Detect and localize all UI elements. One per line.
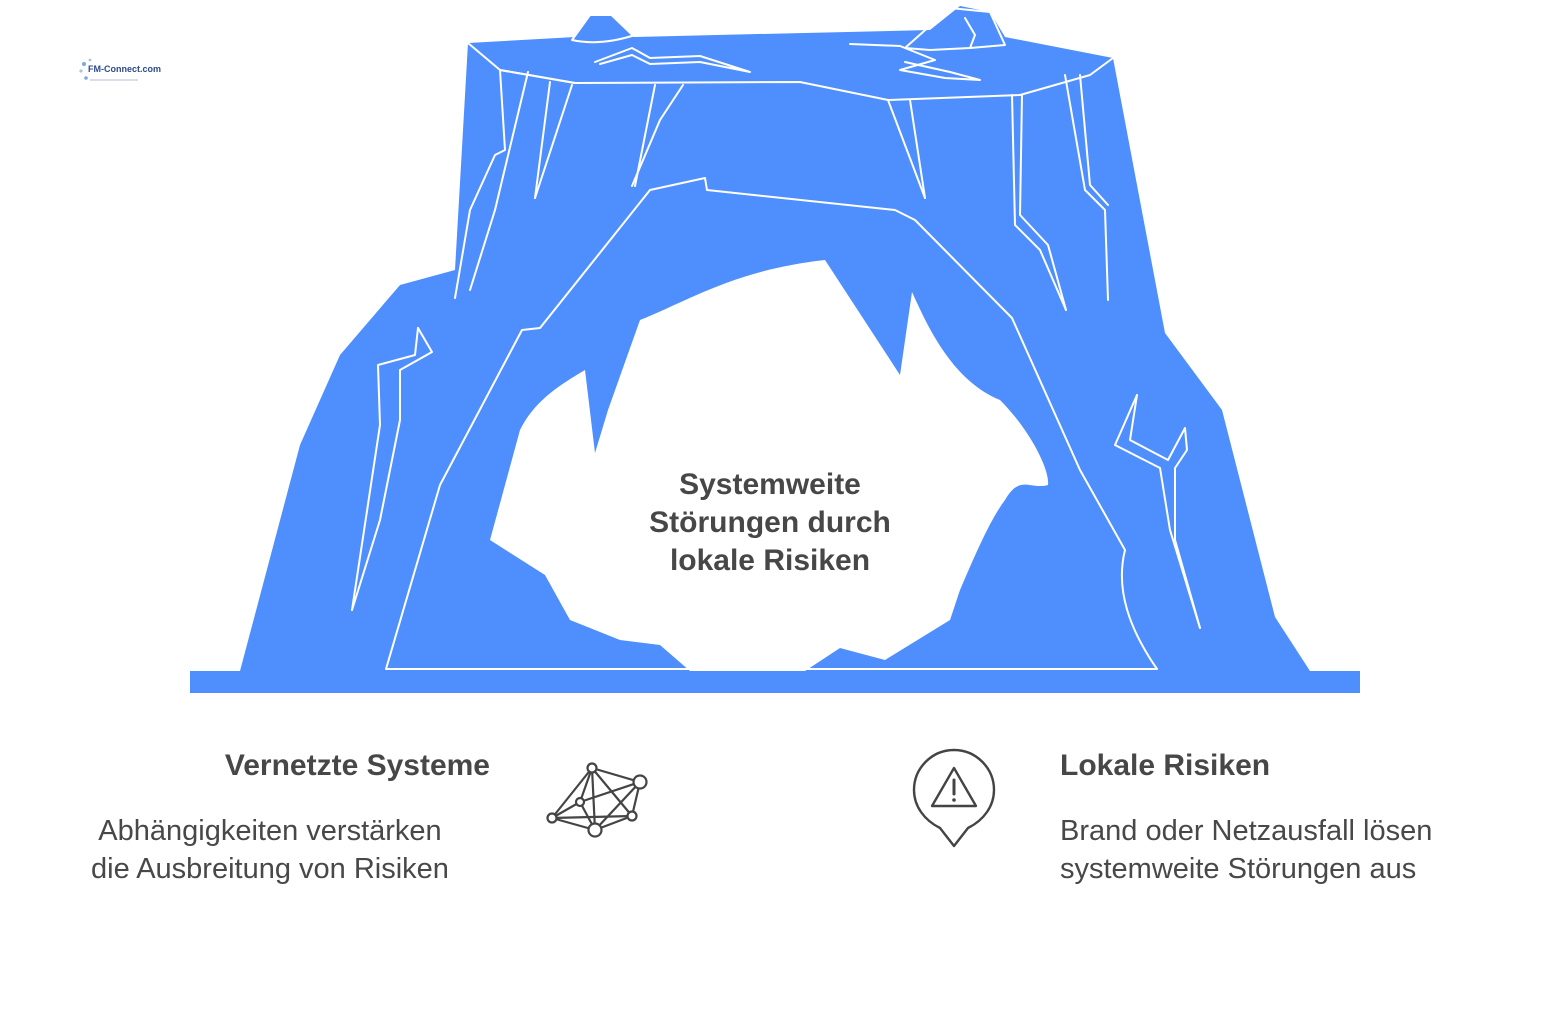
crack-lines <box>351 7 1201 670</box>
left-heading: Vernetzte Systeme <box>224 749 490 782</box>
center-title-line-2: Störungen durch <box>649 506 891 539</box>
center-title-line-1: Systemweite <box>679 468 861 501</box>
left-description: Abhängigkeiten verstärken die Ausbreitun… <box>40 812 500 888</box>
right-description-line-2: systemweite Störungen aus <box>1060 853 1417 885</box>
logo-mark-icon <box>79 58 138 81</box>
fm-connect-logo: FM-Connect.com <box>78 56 161 86</box>
left-description-line-2: die Ausbreitung von Risiken <box>91 853 449 885</box>
right-description-line-1: Brand oder Netzausfall lösen <box>1060 815 1433 847</box>
rock-arch <box>240 6 1310 671</box>
left-description-line-1: Abhängigkeiten verstärken <box>98 815 442 847</box>
ground-bar <box>190 671 1360 693</box>
right-heading: Lokale Risiken <box>1060 749 1271 782</box>
center-title-line-3: lokale Risiken <box>669 544 871 577</box>
network-icon <box>546 762 648 838</box>
center-title: Systemweite Störungen durch lokale Risik… <box>570 466 970 580</box>
right-description: Brand oder Netzausfall lösen systemweite… <box>1060 812 1520 888</box>
warning-pin-icon <box>912 748 996 848</box>
logo-text: FM-Connect.com <box>88 64 161 74</box>
